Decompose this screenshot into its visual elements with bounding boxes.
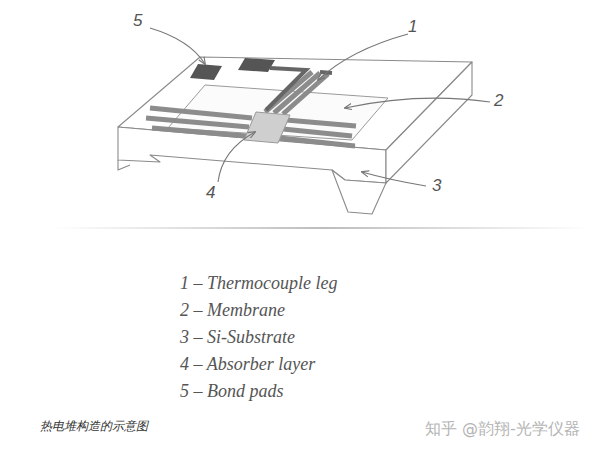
bond-pad [190, 58, 332, 110]
key-entry: 1 – Thermocouple leg [180, 274, 337, 294]
leader-line [150, 28, 490, 186]
key-entry: 5 – Bond pads [180, 382, 284, 402]
callout-number: 5 [133, 12, 142, 31]
key-entry: 2 – Membrane [180, 301, 285, 321]
si-substrate [118, 57, 472, 214]
callout-number: 4 [206, 184, 215, 203]
watermark: 知乎 @韵翔-光学仪器 [425, 420, 580, 438]
key-entry: 4 – Absorber layer [180, 355, 315, 375]
key-entry: 3 – Si-Substrate [180, 328, 295, 348]
callout-number: 3 [432, 177, 441, 196]
divider-rule [55, 227, 590, 229]
absorber-layer [244, 112, 290, 143]
callout-number: 2 [494, 92, 503, 111]
figure-caption: 热电堆构造的示意图 [40, 420, 148, 433]
callout-number: 1 [408, 18, 417, 37]
